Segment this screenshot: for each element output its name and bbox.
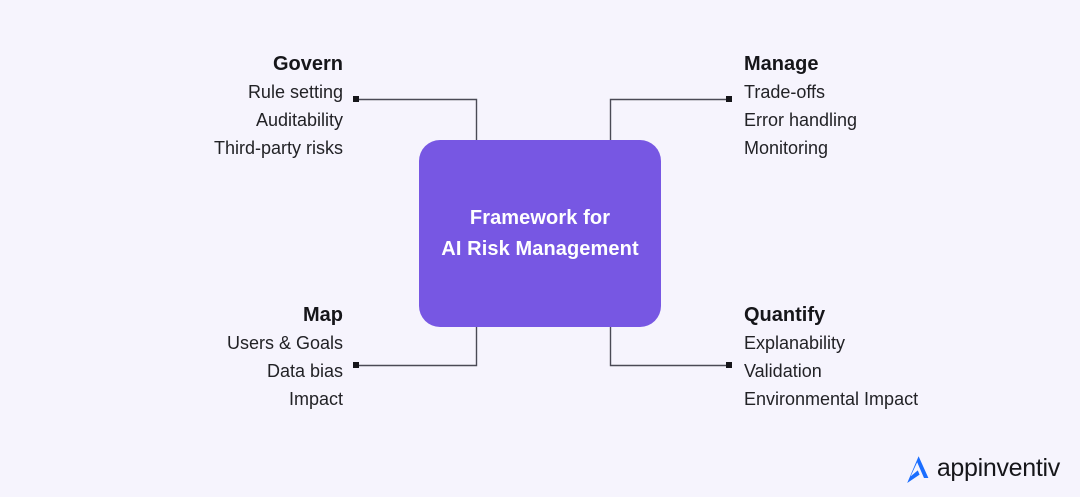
connector-govern [353, 96, 478, 142]
quadrant-map-item-2: Data bias [266, 361, 343, 381]
quadrant-govern-title: Govern [272, 53, 343, 75]
quadrant-manage-title: Manage [744, 53, 819, 75]
quadrant-quantify-title: Quantify [744, 304, 826, 326]
quadrant-manage-item-1: Trade-offs [744, 82, 826, 102]
quadrant-govern-item-1: Rule setting [247, 82, 343, 102]
center-title-line-2: AI Risk Management [441, 237, 639, 260]
quadrant-map-item-1: Users & Goals [226, 333, 343, 353]
quadrant-govern-item-3: Third-party risks [213, 138, 343, 158]
brand-logo: appinventiv [901, 451, 1060, 485]
quadrant-map: Map Users & Goals Data bias Impact [227, 301, 343, 413]
connector-manage [609, 96, 732, 142]
center-node: Framework for AI Risk Management [419, 140, 661, 327]
center-title-line-1: Framework for [469, 206, 611, 229]
quadrant-quantify-item-3: Environmental Impact [744, 389, 919, 409]
quadrant-manage: Manage Trade-offs Error handling Monitor… [744, 50, 857, 162]
quadrant-govern-item-2: Auditability [255, 110, 343, 130]
quadrant-manage-item-3: Monitoring [744, 138, 829, 158]
quadrant-quantify: Quantify Explanability Validation Enviro… [744, 301, 918, 413]
quadrant-map-item-3: Impact [288, 389, 343, 409]
quadrant-quantify-item-1: Explanability [744, 333, 846, 353]
connector-map [353, 325, 478, 368]
quadrant-quantify-item-2: Validation [744, 361, 822, 381]
quadrant-govern: Govern Rule setting Auditability Third-p… [214, 50, 343, 162]
appinventiv-chevron-logo-icon [907, 456, 929, 483]
brand-name: appinventiv [936, 454, 1060, 482]
quadrant-map-title: Map [303, 304, 343, 326]
connector-quantify [609, 325, 732, 368]
quadrant-manage-item-2: Error handling [744, 110, 858, 130]
